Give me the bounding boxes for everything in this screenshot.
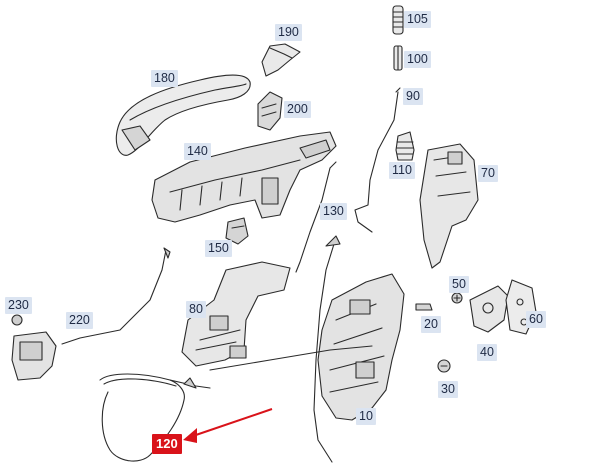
callout-110[interactable]: 110	[389, 162, 415, 179]
callout-100[interactable]: 100	[404, 51, 431, 68]
callout-60[interactable]: 60	[526, 311, 546, 328]
part-230-actuator	[11, 314, 57, 381]
callout-80[interactable]: 80	[186, 301, 206, 318]
part-105-rod-end	[392, 5, 404, 35]
callout-200[interactable]: 200	[284, 101, 311, 118]
part-90-rod	[354, 91, 399, 233]
part-180-outer-handle	[115, 74, 251, 156]
part-120-bowden-cable	[99, 373, 211, 462]
part-150-switch	[225, 217, 249, 245]
part-50-screw	[451, 292, 463, 304]
callout-105[interactable]: 105	[404, 11, 431, 28]
callout-190[interactable]: 190	[275, 24, 302, 41]
callout-10[interactable]: 10	[356, 408, 376, 425]
part-200-bracket	[257, 91, 283, 131]
callout-150[interactable]: 150	[205, 240, 232, 257]
callout-90[interactable]: 90	[403, 88, 423, 105]
part-100-rod-clip	[393, 45, 403, 71]
callout-140[interactable]: 140	[184, 143, 211, 160]
callout-50[interactable]: 50	[449, 276, 469, 293]
callout-230[interactable]: 230	[5, 297, 32, 314]
highlight-arrow-icon	[183, 408, 273, 443]
part-220-cable	[61, 249, 167, 345]
callout-30[interactable]: 30	[438, 381, 458, 398]
part-20-bolt	[415, 303, 433, 311]
part-30-screw	[437, 359, 451, 373]
callout-180[interactable]: 180	[151, 70, 178, 87]
callout-130[interactable]: 130	[320, 203, 347, 220]
part-40-striker	[469, 285, 509, 333]
part-190-handle-cap	[261, 43, 301, 77]
callout-120-highlighted[interactable]: 120	[152, 434, 182, 454]
part-110-grommet	[395, 131, 415, 161]
part-70-bracket	[419, 143, 479, 269]
part-80-inner-bracket	[181, 261, 291, 367]
callout-20[interactable]: 20	[421, 316, 441, 333]
part-140-handle-carrier	[151, 131, 337, 223]
callout-40[interactable]: 40	[477, 344, 497, 361]
part-130-link-rod	[295, 167, 331, 273]
callout-220[interactable]: 220	[66, 312, 93, 329]
callout-70[interactable]: 70	[478, 165, 498, 182]
